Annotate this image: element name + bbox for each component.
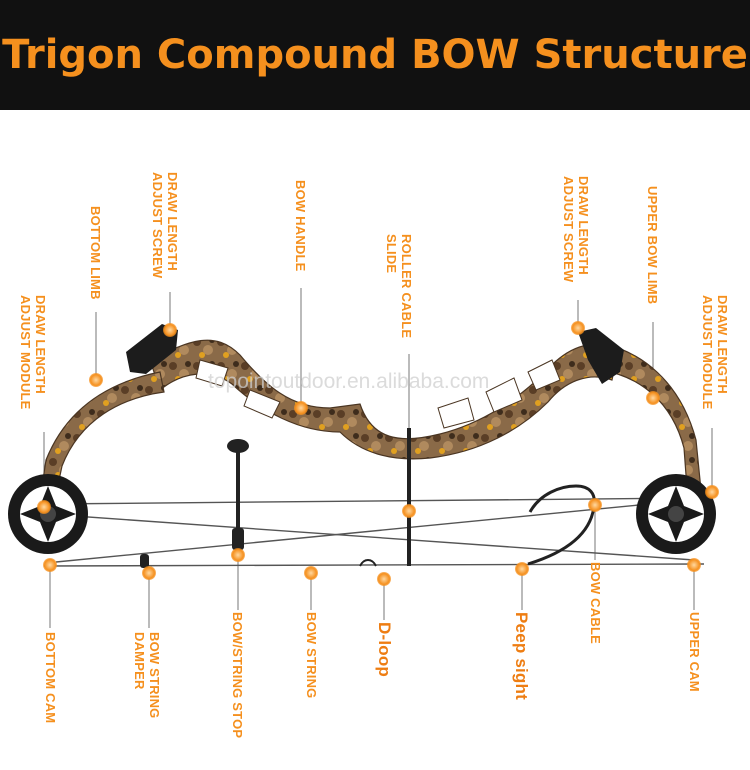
marker-bottom-cam bbox=[43, 558, 57, 572]
label-bow-string-damper: BOW STRING DAMPER bbox=[132, 632, 162, 719]
marker-bow-string bbox=[304, 566, 318, 580]
limb-pocket-right bbox=[578, 328, 624, 384]
peep-sight-tube bbox=[528, 484, 596, 513]
label-draw-length-adjust-screw-left: DRAW LENGTH ADJUST SCREW bbox=[150, 172, 180, 279]
limb-pocket-left bbox=[126, 324, 178, 374]
marker-d-loop bbox=[377, 572, 391, 586]
marker-bow-handle bbox=[294, 401, 308, 415]
label-upper-cam: UPPER CAM bbox=[687, 612, 702, 692]
marker-bow-string-stop bbox=[231, 548, 245, 562]
upper-cam-shape bbox=[636, 474, 716, 554]
label-draw-length-adjust-module-left: DRAW LENGTH ADJUST MODULE bbox=[18, 295, 48, 410]
label-bottom-limb: BOTTOM LIMB bbox=[88, 206, 103, 300]
label-peep-sight: Peep sight bbox=[512, 612, 531, 700]
watermark: topointoutdoor.en.alibaba.com bbox=[208, 370, 490, 393]
riser-cutouts bbox=[195, 359, 561, 429]
label-draw-length-adjust-screw-right: DRAW LENGTH ADJUST SCREW bbox=[561, 176, 591, 283]
label-bottom-cam: BOTTOM CAM bbox=[43, 632, 58, 724]
label-d-loop: D-loop bbox=[375, 622, 394, 678]
marker-bow-cable bbox=[588, 498, 602, 512]
bow-string-stop-shape bbox=[227, 439, 249, 550]
label-bow-handle: BOW HANDLE bbox=[293, 180, 308, 272]
label-draw-length-adjust-module-right: DRAW LENGTH ADJUST MODULE bbox=[700, 295, 730, 410]
bottom-cam-shape bbox=[8, 474, 88, 554]
marker-draw-length-adjust-module-left bbox=[37, 500, 51, 514]
page-title: Trigon Compound BOW Structure bbox=[2, 32, 748, 78]
label-bow-string-stop: BOW/STRING STOP bbox=[230, 612, 245, 739]
bow-riser bbox=[149, 339, 619, 460]
marker-draw-length-adjust-screw-right bbox=[571, 321, 585, 335]
marker-upper-bow-limb bbox=[646, 391, 660, 405]
label-roller-cable-slide: ROLLER CABLE SLIDE bbox=[384, 234, 414, 339]
marker-draw-length-adjust-module-right bbox=[705, 485, 719, 499]
marker-roller-cable-slide bbox=[402, 504, 416, 518]
d-loop-shape bbox=[359, 559, 377, 567]
marker-peep-sight bbox=[515, 562, 529, 576]
marker-bow-string-damper bbox=[142, 566, 156, 580]
marker-upper-cam bbox=[687, 558, 701, 572]
marker-bottom-limb bbox=[89, 373, 103, 387]
string-damper-shape bbox=[140, 554, 149, 568]
label-upper-bow-limb: UPPER BOW LIMB bbox=[645, 186, 660, 305]
title-bar: Trigon Compound BOW Structure bbox=[0, 0, 750, 110]
label-bow-cable: BOW CABLE bbox=[588, 562, 603, 644]
label-bow-string: BOW STRING bbox=[304, 612, 319, 699]
marker-draw-length-adjust-screw-left bbox=[163, 323, 177, 337]
